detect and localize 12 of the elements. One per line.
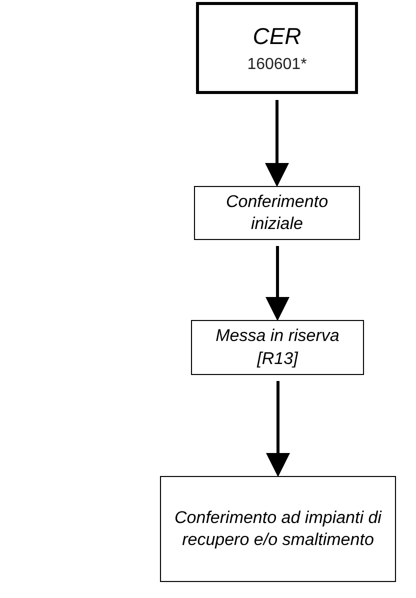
arrow — [265, 100, 289, 187]
box-title: Conferimento iniziale — [224, 190, 330, 235]
process-box — [196, 2, 358, 94]
box-title: CER — [252, 22, 302, 52]
box-code: 160601* — [247, 56, 307, 74]
process-box — [191, 320, 364, 375]
process-box — [194, 186, 360, 240]
arrow — [266, 246, 290, 321]
process-box — [160, 476, 396, 582]
box-title: Conferimento ad impianti di recupero e/o smaltimento — [174, 506, 383, 551]
arrow — [266, 381, 290, 477]
box-title: Messa in riserva [R13] — [214, 325, 340, 370]
